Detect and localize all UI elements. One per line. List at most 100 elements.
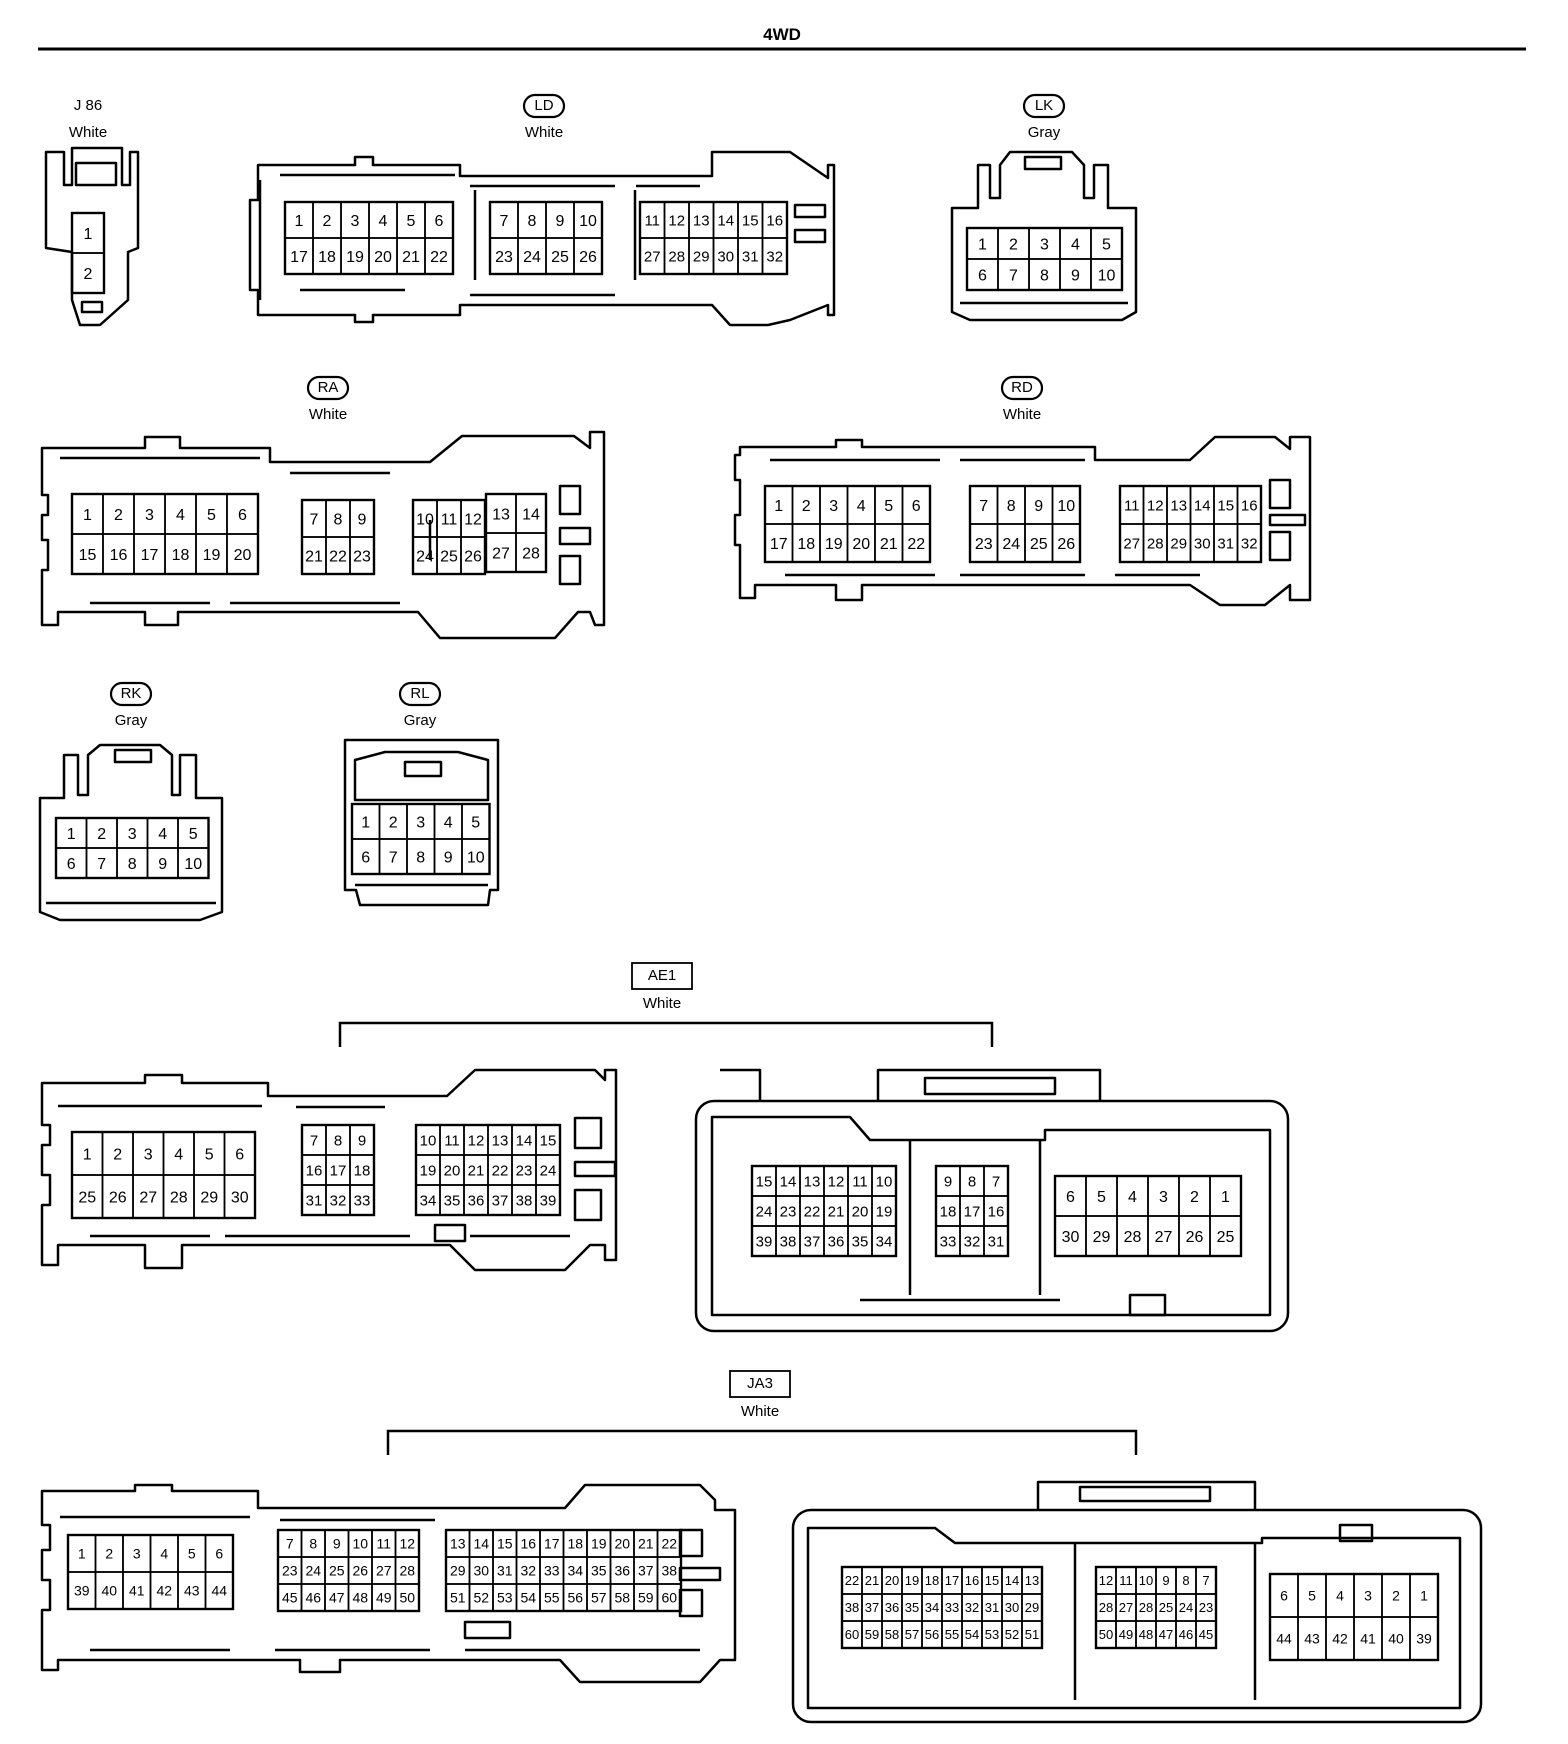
pin-number: 14 (780, 1173, 797, 1190)
pin-number: 4 (174, 1146, 183, 1163)
pin-number: 27 (1119, 1600, 1133, 1615)
pin-number: 17 (945, 1573, 959, 1588)
pin-number: 40 (1388, 1631, 1404, 1647)
connector-code: RK (121, 685, 142, 702)
pin-number: 16 (520, 1536, 536, 1552)
connector-code-oval (522, 93, 566, 119)
pin-number: 7 (97, 856, 106, 873)
pin-number: 49 (376, 1590, 392, 1606)
pin-number: 12 (1099, 1573, 1113, 1588)
pin-cavity (515, 532, 547, 573)
pin-cavity (573, 237, 603, 275)
pin-number: 24 (416, 548, 434, 565)
pin-number: 39 (74, 1583, 90, 1599)
pin-number: 11 (1119, 1573, 1133, 1588)
pin-number: 48 (1139, 1627, 1153, 1642)
connector-code-box (631, 962, 693, 990)
pin-number: 46 (1179, 1627, 1193, 1642)
pin-number: 7 (1202, 1573, 1209, 1588)
pin-number: 17 (141, 547, 159, 564)
pin-number: 19 (591, 1536, 607, 1552)
pin-number: 1 (295, 213, 304, 230)
pin-number: 38 (516, 1192, 533, 1209)
pin-number: 46 (305, 1590, 321, 1606)
pin-number: 26 (1186, 1229, 1204, 1246)
pin-number: 3 (416, 814, 425, 831)
connector-color: Gray (115, 712, 148, 729)
connector-code-oval (398, 681, 442, 707)
pin-number: 4 (1336, 1588, 1344, 1604)
pin-number: 35 (444, 1192, 461, 1209)
pin-number: 41 (1360, 1631, 1376, 1647)
pin-number: 51 (450, 1590, 466, 1606)
pin-number: 8 (528, 213, 537, 230)
pin-cavity (761, 237, 788, 275)
pin-number: 26 (1057, 536, 1075, 553)
pin-number: 26 (109, 1189, 127, 1206)
pin-number: 19 (876, 1203, 893, 1220)
pin-number: 25 (440, 548, 458, 565)
pin-number: 13 (804, 1173, 821, 1190)
pin-number: 35 (591, 1563, 607, 1579)
pin-number: 12 (464, 511, 482, 528)
pin-number: 22 (804, 1203, 821, 1220)
pin-number: 6 (235, 1146, 244, 1163)
pin-number: 8 (968, 1173, 976, 1190)
pin-number: 9 (1071, 267, 1080, 284)
pin-number: 9 (944, 1173, 952, 1190)
pin-number: 3 (133, 1546, 141, 1562)
pin-number: 60 (845, 1627, 859, 1642)
pin-number: 39 (1416, 1631, 1432, 1647)
pin-number: 48 (352, 1590, 368, 1606)
pin-number: 8 (416, 849, 425, 866)
pin-number: 4 (1128, 1189, 1137, 1206)
pin-number: 50 (399, 1590, 415, 1606)
pin-number: 56 (567, 1590, 583, 1606)
pin-number: 10 (876, 1173, 893, 1190)
connector-code: J 86 (74, 97, 102, 114)
pin-number: 8 (334, 1132, 342, 1149)
pin-cavity (226, 533, 259, 575)
pin-number: 3 (829, 498, 838, 515)
pin-number: 57 (905, 1627, 919, 1642)
pin-number: 27 (376, 1563, 392, 1579)
pin-number: 8 (1182, 1573, 1189, 1588)
pin-number: 27 (1155, 1229, 1173, 1246)
pin-number: 54 (965, 1627, 979, 1642)
pin-number: 12 (668, 212, 685, 229)
pin-number: 33 (945, 1600, 959, 1615)
pin-number: 20 (444, 1162, 461, 1179)
pin-number: 29 (450, 1563, 466, 1579)
connector-code: RL (410, 685, 429, 702)
connector-code: JA3 (747, 1375, 773, 1392)
pin-number: 6 (215, 1546, 223, 1562)
pin-number: 25 (1030, 536, 1048, 553)
pin-cavity (394, 1583, 420, 1612)
pin-number: 55 (945, 1627, 959, 1642)
pin-number: 15 (985, 1573, 999, 1588)
pin-number: 20 (885, 1573, 899, 1588)
pin-number: 17 (544, 1536, 560, 1552)
connector-color: White (1003, 406, 1041, 423)
pin-number: 2 (97, 826, 106, 843)
pin-number: 36 (468, 1192, 485, 1209)
pin-number: 10 (184, 856, 202, 873)
pin-number: 20 (374, 249, 392, 266)
pin-number: 41 (129, 1583, 145, 1599)
pin-number: 8 (334, 511, 343, 528)
pin-number: 2 (389, 814, 398, 831)
pin-number: 59 (865, 1627, 879, 1642)
connector-code-oval (306, 375, 350, 401)
connector-color: White (525, 124, 563, 141)
connector-color: White (309, 406, 347, 423)
ae1-group-bracket (338, 1021, 994, 1047)
pin-cavity (71, 252, 105, 294)
pin-number: 1 (978, 236, 987, 253)
